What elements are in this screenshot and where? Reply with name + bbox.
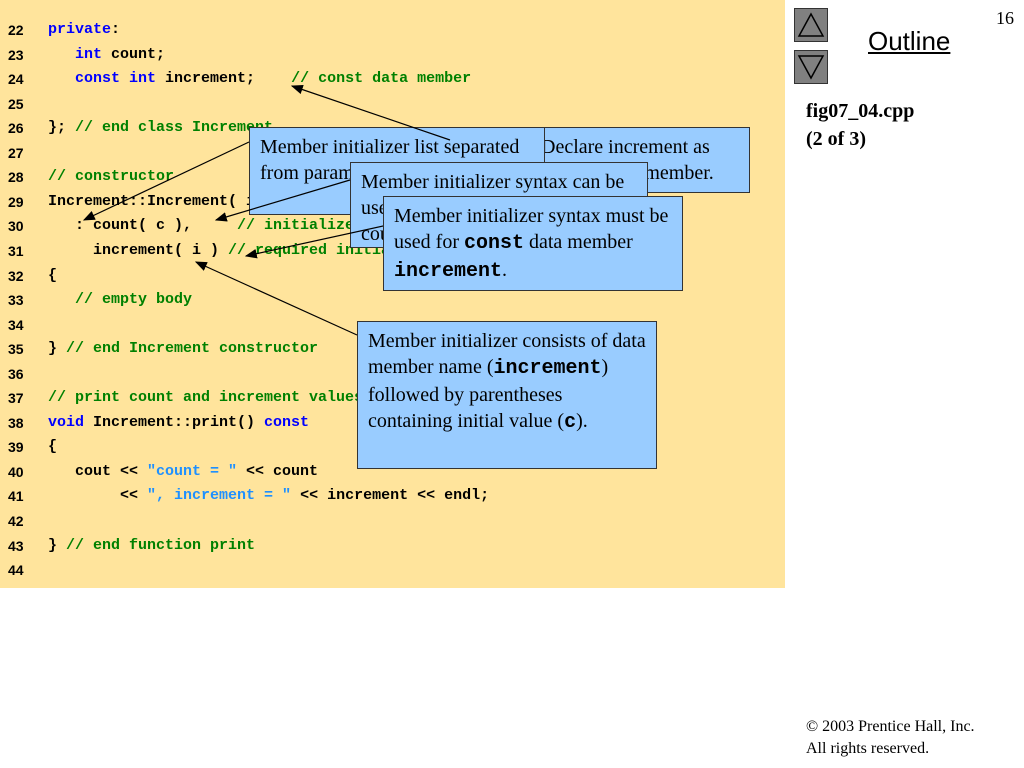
page-number: 16 (996, 8, 1014, 28)
callout-text: Member initializer syntax must be used f… (394, 205, 669, 253)
line-number: 29 (8, 193, 24, 210)
line-number: 40 (8, 463, 24, 480)
line-number: 22 (8, 22, 24, 38)
callout-mono: increment (394, 260, 503, 283)
line-number: 32 (8, 267, 24, 284)
triangle-down-icon (797, 55, 825, 80)
code-text: // constructor (48, 165, 174, 189)
code-token: count; (102, 45, 166, 63)
line-number: 36 (8, 365, 24, 382)
code-token: // print count and increment values (48, 389, 364, 407)
code-text: void Increment::print() const (48, 411, 309, 435)
code-token: // constructor (48, 168, 175, 186)
copyright-line: © 2003 Prentice Hall, Inc. (806, 718, 975, 735)
callout-mono: increment (493, 357, 602, 380)
code-token: { (48, 438, 58, 456)
code-token: // end Increment constructor (66, 340, 319, 358)
code-token: ", increment = " (147, 487, 292, 505)
nav-up-button[interactable] (794, 8, 828, 42)
callout-text: Declare increment as (541, 136, 710, 158)
line-number: 34 (8, 316, 24, 333)
code-token: increment; (156, 70, 292, 88)
line-number: 42 (8, 513, 24, 529)
code-token: // empty body (48, 291, 193, 309)
line-number: 23 (8, 46, 24, 63)
copyright: © 2003 Prentice Hall, Inc. All rights re… (806, 716, 975, 760)
code-token: void (48, 413, 85, 431)
code-text: cout << "count = " << count (48, 460, 318, 484)
callout-text: . (502, 259, 508, 281)
callout-mono: c (564, 411, 577, 434)
code-token: private (48, 21, 112, 38)
code-token: Increment::print() (84, 413, 265, 431)
line-number: 24 (8, 71, 24, 88)
callout-text: ) followed by parentheses containing ini… (368, 356, 609, 432)
callout-text: Member initializer consists of data memb… (368, 330, 646, 378)
code-text: { (48, 435, 57, 459)
line-number: 41 (8, 488, 24, 505)
callout-syntax-must: Member initializer syntax must be used f… (383, 196, 683, 291)
code-text: } // end function print (48, 534, 255, 558)
code-token: // const data member (291, 70, 472, 88)
code-text: << ", increment = " << increment << endl… (48, 484, 489, 508)
code-text: { (48, 264, 57, 288)
code-token: } (48, 536, 67, 554)
line-number: 27 (8, 144, 24, 161)
nav-down-button[interactable] (794, 50, 828, 84)
line-number: 25 (8, 95, 24, 112)
code-text: }; // end class Increment (48, 116, 273, 140)
file-name: fig07_04.cpp (806, 100, 915, 122)
code-token: << (48, 487, 148, 505)
line-number: 43 (8, 537, 24, 554)
line-number: 35 (8, 341, 24, 358)
callout-mono: const (463, 232, 524, 255)
code-token: int (48, 45, 103, 63)
code-token: << increment << endl; (291, 487, 490, 505)
line-number: 37 (8, 390, 24, 407)
callout-text: data member (524, 231, 633, 253)
callout-consists: Member initializer consists of data memb… (357, 321, 657, 469)
code-text: // print count and increment values (48, 386, 363, 410)
code-text: // empty body (48, 288, 192, 312)
code-token: cout << (48, 462, 148, 480)
triangle-up-icon (797, 12, 825, 37)
line-number: 30 (8, 218, 24, 235)
code-token: } (48, 340, 67, 358)
code-text: const int increment; // const data membe… (48, 67, 471, 91)
code-panel: 22 private: 23 int count; 24 const int incr… (0, 0, 785, 588)
outline-link[interactable]: Outline (868, 26, 951, 56)
code-text: } // end Increment constructor (48, 337, 318, 361)
code-token: : (111, 21, 121, 38)
line-number: 44 (8, 562, 24, 579)
part-label: (2 of 3) (806, 128, 866, 150)
code-token: // end class Increment (75, 119, 274, 137)
copyright-line: All rights reserved. (806, 740, 930, 757)
line-number: 28 (8, 169, 24, 186)
code-token: increment( i ) (48, 241, 229, 259)
code-token: const (264, 413, 310, 431)
code-token: // end function print (66, 536, 256, 554)
code-text: int count; (48, 43, 165, 67)
line-number: 26 (8, 120, 24, 137)
line-number: 38 (8, 414, 24, 431)
code-token: << count (237, 462, 319, 480)
line-number: 33 (8, 292, 24, 309)
code-token: : count( c ), (48, 217, 238, 235)
callout-text: ). (576, 410, 588, 432)
code-text: private: (48, 18, 120, 42)
line-number: 39 (8, 439, 24, 456)
line-number: 31 (8, 242, 24, 259)
code-token: { (48, 266, 58, 284)
code-token: "count = " (147, 462, 238, 480)
code-token: }; (48, 119, 76, 137)
code-token: const int (48, 70, 157, 88)
